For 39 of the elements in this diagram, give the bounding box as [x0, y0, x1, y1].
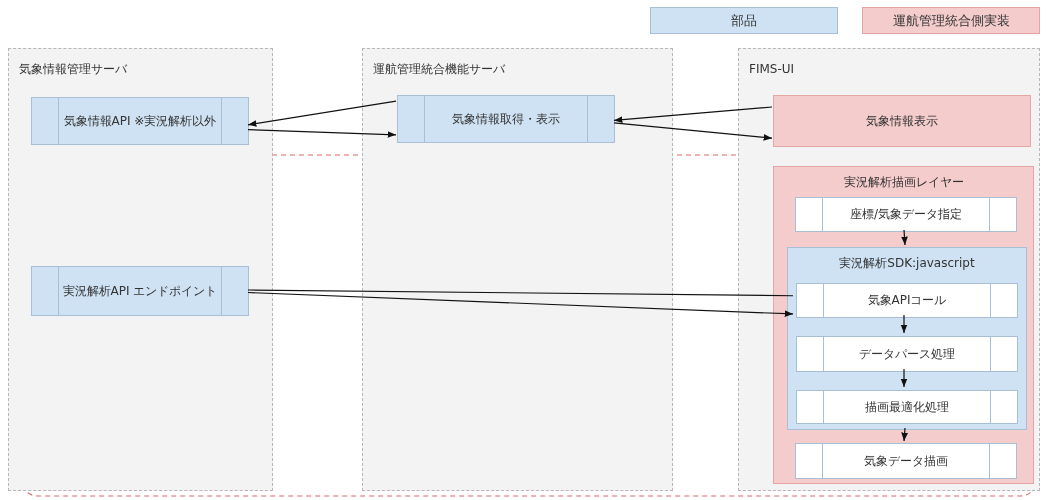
panel-heading: 運航管理統合機能サーバ: [373, 61, 505, 78]
arrow: [900, 368, 908, 388]
panel-heading: FIMS-UI: [749, 61, 795, 78]
box-label: 座標/気象データ指定: [848, 206, 963, 223]
server-panel: [362, 48, 673, 491]
arrow: [900, 314, 908, 334]
box-label: 気象情報API ※実況解析以外: [62, 112, 218, 130]
arrow: [247, 291, 794, 317]
box-label: データパース処理: [858, 345, 956, 363]
process-box: [31, 97, 249, 145]
legend-label: 運航管理統合側実装: [892, 12, 1010, 30]
arrow: [901, 229, 908, 246]
panel-heading: 実況解析SDK:javascript: [838, 255, 976, 272]
process-box: [397, 95, 615, 143]
legend-label: 部品: [731, 12, 757, 30]
box-label: 気象データ描画: [863, 452, 949, 470]
arrow: [247, 100, 397, 127]
server-panel: [8, 48, 273, 491]
server-panel: [738, 48, 1040, 491]
arrow: [901, 427, 908, 442]
box-label: 気象情報表示: [865, 112, 939, 130]
box-label: 気象情報取得・表示: [451, 110, 561, 128]
box-label: 描画最適化処理: [864, 398, 950, 416]
process-box: [795, 197, 1017, 232]
process-box: [773, 95, 1031, 147]
process-box: [796, 283, 1018, 318]
arrow: [247, 129, 397, 138]
panel-heading: 実況解析描画レイヤー: [842, 174, 965, 191]
component-container: [773, 166, 1034, 484]
panel-heading: 気象情報管理サーバ: [19, 61, 127, 78]
component-container: [787, 247, 1027, 430]
arrow: [613, 122, 773, 141]
process-box: [796, 336, 1018, 372]
process-box: [796, 390, 1018, 424]
process-box: [795, 443, 1017, 479]
arrow: [613, 106, 773, 124]
process-box: [31, 266, 249, 316]
box-label: 気象APIコール: [866, 292, 948, 309]
box-label: 実況解析API エンドポイント: [61, 282, 219, 300]
